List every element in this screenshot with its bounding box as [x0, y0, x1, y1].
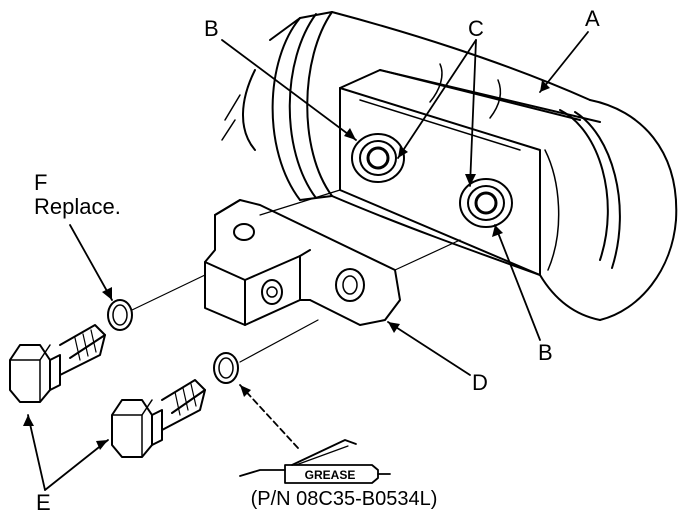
port-b-lower	[459, 178, 513, 228]
arrow-a	[540, 80, 550, 92]
callout-c: C	[468, 16, 484, 41]
leader-f	[69, 224, 113, 301]
callout-e: E	[36, 490, 51, 515]
leader-e-1	[27, 414, 46, 491]
arrow-c-2	[465, 174, 476, 186]
leader-e-2	[44, 439, 109, 491]
bolt-lower	[111, 379, 206, 458]
grease-gun-icon: GREASE	[239, 439, 391, 484]
left-boot	[221, 11, 333, 201]
arrow-b-lower	[492, 225, 503, 237]
leader-c-2	[469, 39, 477, 187]
mounting-bracket	[204, 199, 401, 326]
arrow-b-upper	[344, 128, 356, 140]
callout-a: A	[585, 6, 600, 31]
grease-label: GREASE	[305, 468, 356, 482]
arrow-f	[102, 287, 112, 300]
grease-part-number: (P/N 08C35-B0534L)	[250, 488, 438, 510]
leader-b-lower	[494, 224, 541, 341]
callout-d: D	[472, 370, 488, 395]
rack-housing	[221, 11, 678, 321]
leader-b-upper	[221, 39, 357, 141]
port-b-upper	[351, 133, 405, 183]
arrow-e-1	[23, 415, 34, 426]
callout-b-upper: B	[204, 16, 219, 41]
leader-grease	[239, 384, 299, 449]
arrow-d	[388, 322, 400, 333]
rack-center-body	[331, 11, 601, 276]
arrow-e-2	[96, 440, 108, 450]
alignment-lines	[131, 189, 461, 363]
leader-c-1	[397, 39, 477, 159]
callout-f-note: Replace.	[34, 194, 121, 219]
leader-a	[539, 31, 589, 93]
arrow-c-1	[398, 146, 408, 158]
arrow-grease	[240, 385, 251, 397]
bolt-upper	[9, 324, 106, 403]
o-ring-upper	[107, 299, 133, 331]
callout-f: F	[34, 170, 48, 195]
callout-b-lower: B	[538, 340, 553, 365]
leader-lines	[23, 31, 589, 491]
o-ring-lower	[213, 352, 239, 384]
right-boot	[539, 99, 678, 321]
leader-d	[387, 321, 471, 376]
